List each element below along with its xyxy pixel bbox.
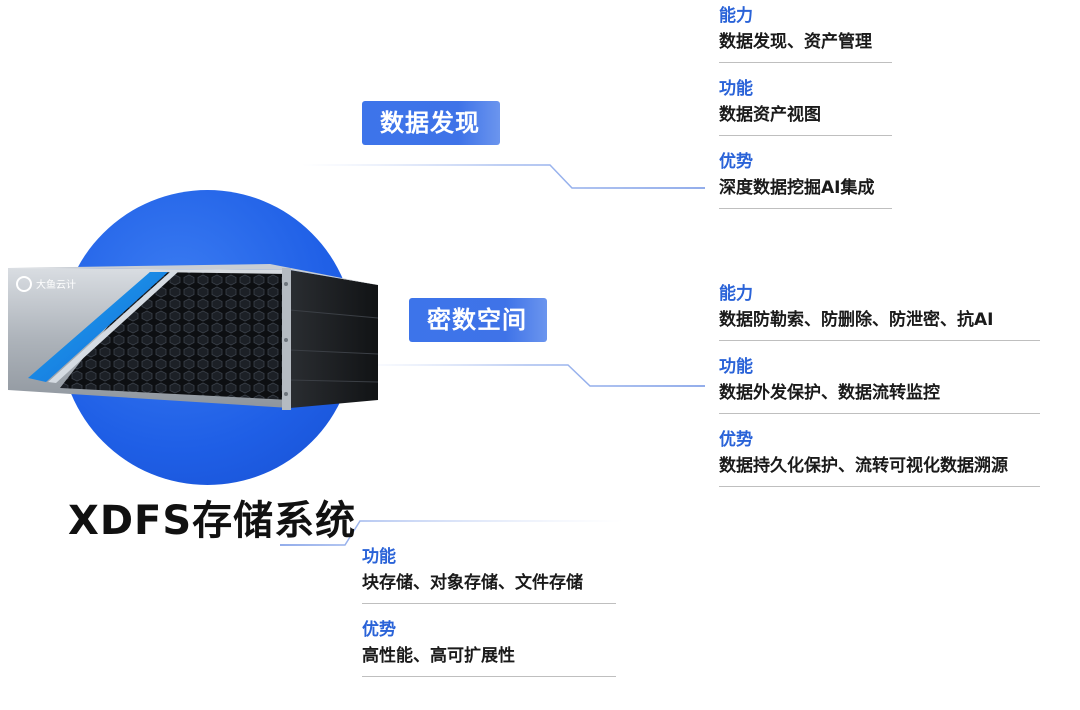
storage-server-image: 大鱼云计: [8, 264, 379, 410]
secure-space-info-block: 能力 数据防勒索、防删除、防泄密、抗AI 功能 数据外发保护、数据流转监控 优势…: [719, 282, 1040, 501]
advantage-label: 优势: [719, 430, 753, 450]
storage-info-block: 功能 块存储、对象存储、文件存储 优势 高性能、高可扩展性: [362, 545, 616, 691]
advantage-value: 数据持久化保护、流转可视化数据溯源: [719, 456, 1008, 476]
tag-data-discovery: 数据发现: [362, 101, 500, 145]
divider: [719, 62, 892, 63]
divider: [362, 676, 616, 677]
divider: [719, 208, 892, 209]
advantage-label: 优势: [719, 152, 753, 172]
ability-label: 能力: [719, 6, 753, 26]
divider: [719, 413, 1040, 414]
function-label: 功能: [719, 79, 753, 99]
advantage-value: 高性能、高可扩展性: [362, 646, 515, 666]
function-value: 数据外发保护、数据流转监控: [719, 383, 940, 403]
advantage-label: 优势: [362, 620, 396, 640]
divider: [719, 486, 1040, 487]
storage-connector: [280, 520, 625, 546]
ability-value: 数据发现、资产管理: [719, 32, 872, 52]
function-value: 数据资产视图: [719, 105, 821, 125]
product-title: XDFS存储系统: [68, 498, 357, 544]
ability-value: 数据防勒索、防删除、防泄密、抗AI: [719, 310, 994, 330]
ability-label: 能力: [719, 284, 753, 304]
function-label: 功能: [362, 547, 396, 567]
divider: [719, 135, 892, 136]
function-label: 功能: [719, 357, 753, 377]
divider: [362, 603, 616, 604]
discovery-connector: [300, 164, 705, 189]
secure-connector: [350, 364, 705, 387]
tag-secure-space: 密数空间: [409, 298, 547, 342]
divider: [719, 340, 1040, 341]
function-value: 块存储、对象存储、文件存储: [362, 573, 583, 593]
advantage-value: 深度数据挖掘AI集成: [719, 178, 875, 198]
brand-logo: 大鱼云计: [36, 278, 76, 291]
discovery-info-block: 能力 数据发现、资产管理 功能 数据资产视图 优势 深度数据挖掘AI集成: [719, 4, 892, 223]
